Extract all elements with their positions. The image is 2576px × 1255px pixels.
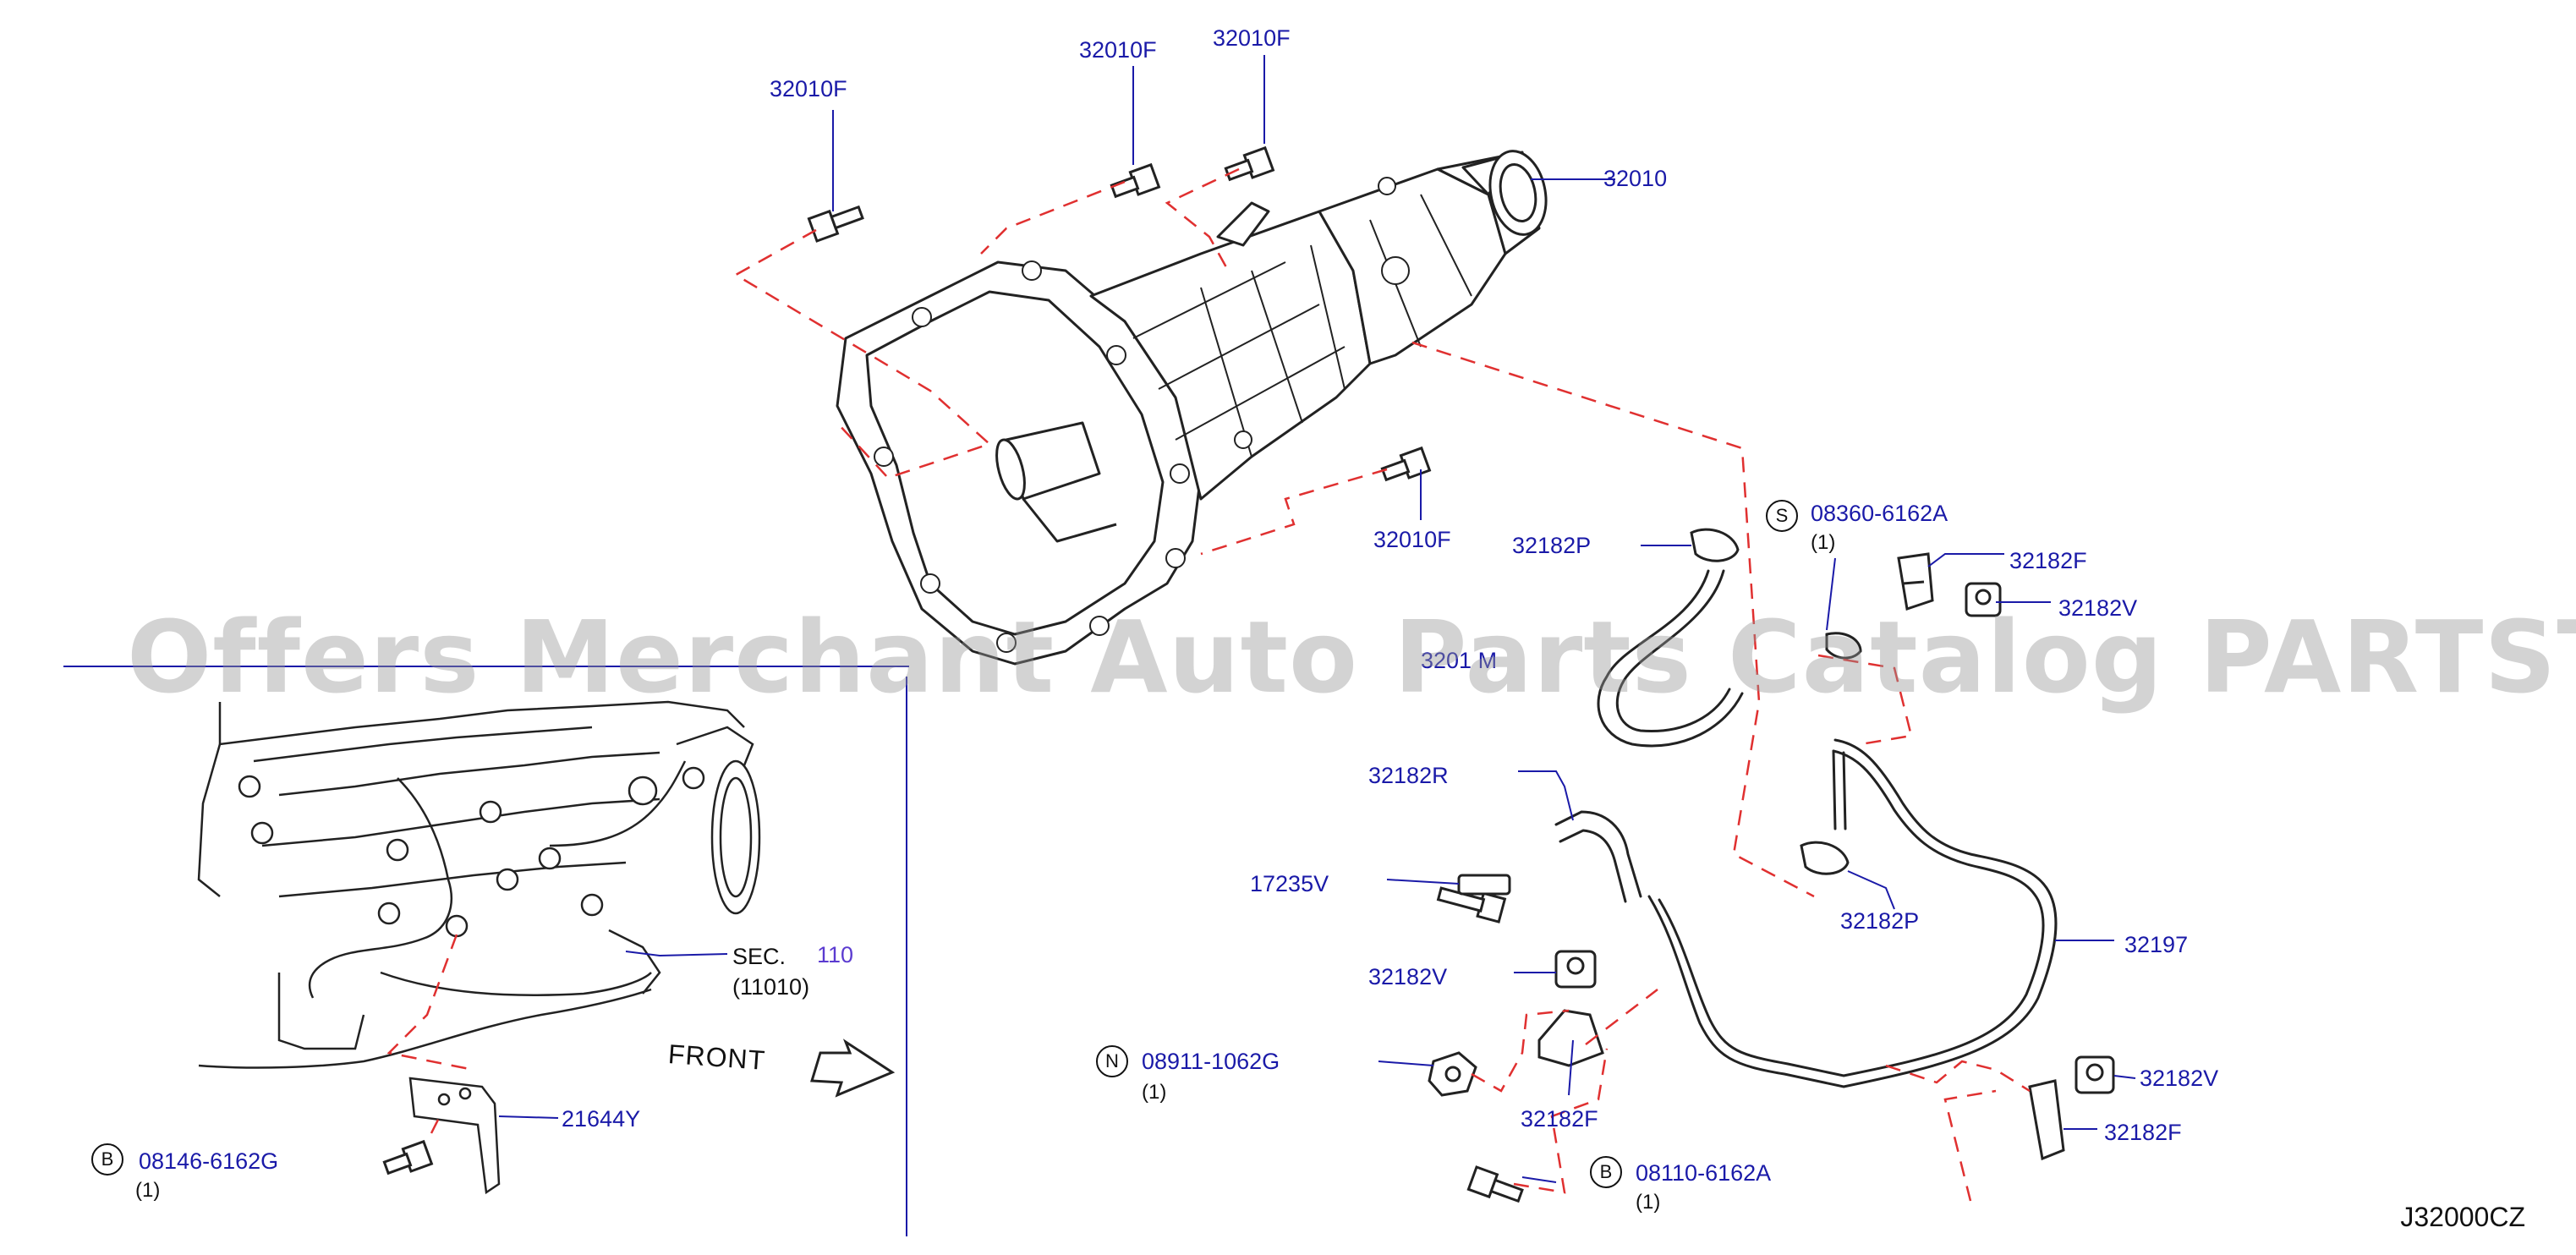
qty-bolt-b-right: (1) xyxy=(1636,1191,1661,1214)
hose-lines xyxy=(1554,569,2058,1088)
label-screw-s: 08360-6162A xyxy=(1811,501,1948,526)
label-bolt-17235: 17235V xyxy=(1250,871,1329,896)
label-bracket-mid: 32182F xyxy=(1521,1106,1598,1132)
label-bolt-top-1: 32010F xyxy=(1079,37,1157,63)
badge-s: S xyxy=(1766,500,1798,532)
badge-b-left: B xyxy=(91,1143,123,1176)
label-grommet-upper: 32182V xyxy=(2058,595,2138,621)
diagram-code: J32000CZ xyxy=(2400,1202,2525,1232)
bolt-icons xyxy=(382,145,1524,1203)
label-grommet-mid: 32182V xyxy=(1368,964,1448,989)
label-grommet-lower: 32182V xyxy=(2140,1066,2219,1091)
badge-b-right: B xyxy=(1590,1156,1622,1188)
leader-lines xyxy=(498,55,2136,1183)
engine-inset xyxy=(197,700,761,1195)
front-label: FRONT xyxy=(666,1039,767,1076)
label-bracket-lower: 32182F xyxy=(2104,1120,2182,1145)
label-tube: 32197 xyxy=(2124,932,2189,957)
nut-icon xyxy=(1428,1051,1477,1097)
transmission-assembly xyxy=(836,150,1548,666)
label-bolt-left: 32010F xyxy=(770,76,847,101)
label-hose-clamp-upper: 32182P xyxy=(1512,533,1592,558)
label-bolt-lower: 32010F xyxy=(1373,527,1451,552)
qty-screw-s: (1) xyxy=(1811,531,1836,554)
label-nut-n: 08911-1062G xyxy=(1142,1049,1280,1074)
label-hose-clamp-lower: 32182P xyxy=(1840,908,1920,934)
label-bracket-engine: 21644Y xyxy=(562,1106,641,1132)
watermark: Offers Merchant Auto Parts Catalog PARTS… xyxy=(127,599,2576,715)
qty-bolt-b-left: (1) xyxy=(135,1179,161,1202)
label-sec-sub: (11010) xyxy=(732,974,810,1000)
badge-n: N xyxy=(1096,1045,1128,1077)
clamp-icons xyxy=(1457,528,2115,1161)
qty-nut-n: (1) xyxy=(1142,1081,1167,1104)
label-transmission: 32010 xyxy=(1603,166,1668,191)
label-bolt-top-2: 32010F xyxy=(1213,25,1291,51)
label-hose-partial: 3201 M xyxy=(1421,648,1498,673)
label-bracket-upper: 32182F xyxy=(2009,548,2087,573)
front-arrow-icon xyxy=(810,1039,896,1098)
label-bolt-b-left: 08146-6162G xyxy=(139,1148,279,1174)
dashed-assembly-lines xyxy=(386,167,2031,1202)
label-sec-prefix: SEC. xyxy=(732,944,787,969)
inset-frame xyxy=(63,666,909,1236)
label-bolt-b-right: 08110-6162A xyxy=(1636,1160,1772,1186)
label-sec-number: 110 xyxy=(817,942,854,967)
label-hose-r: 32182R xyxy=(1368,763,1449,788)
